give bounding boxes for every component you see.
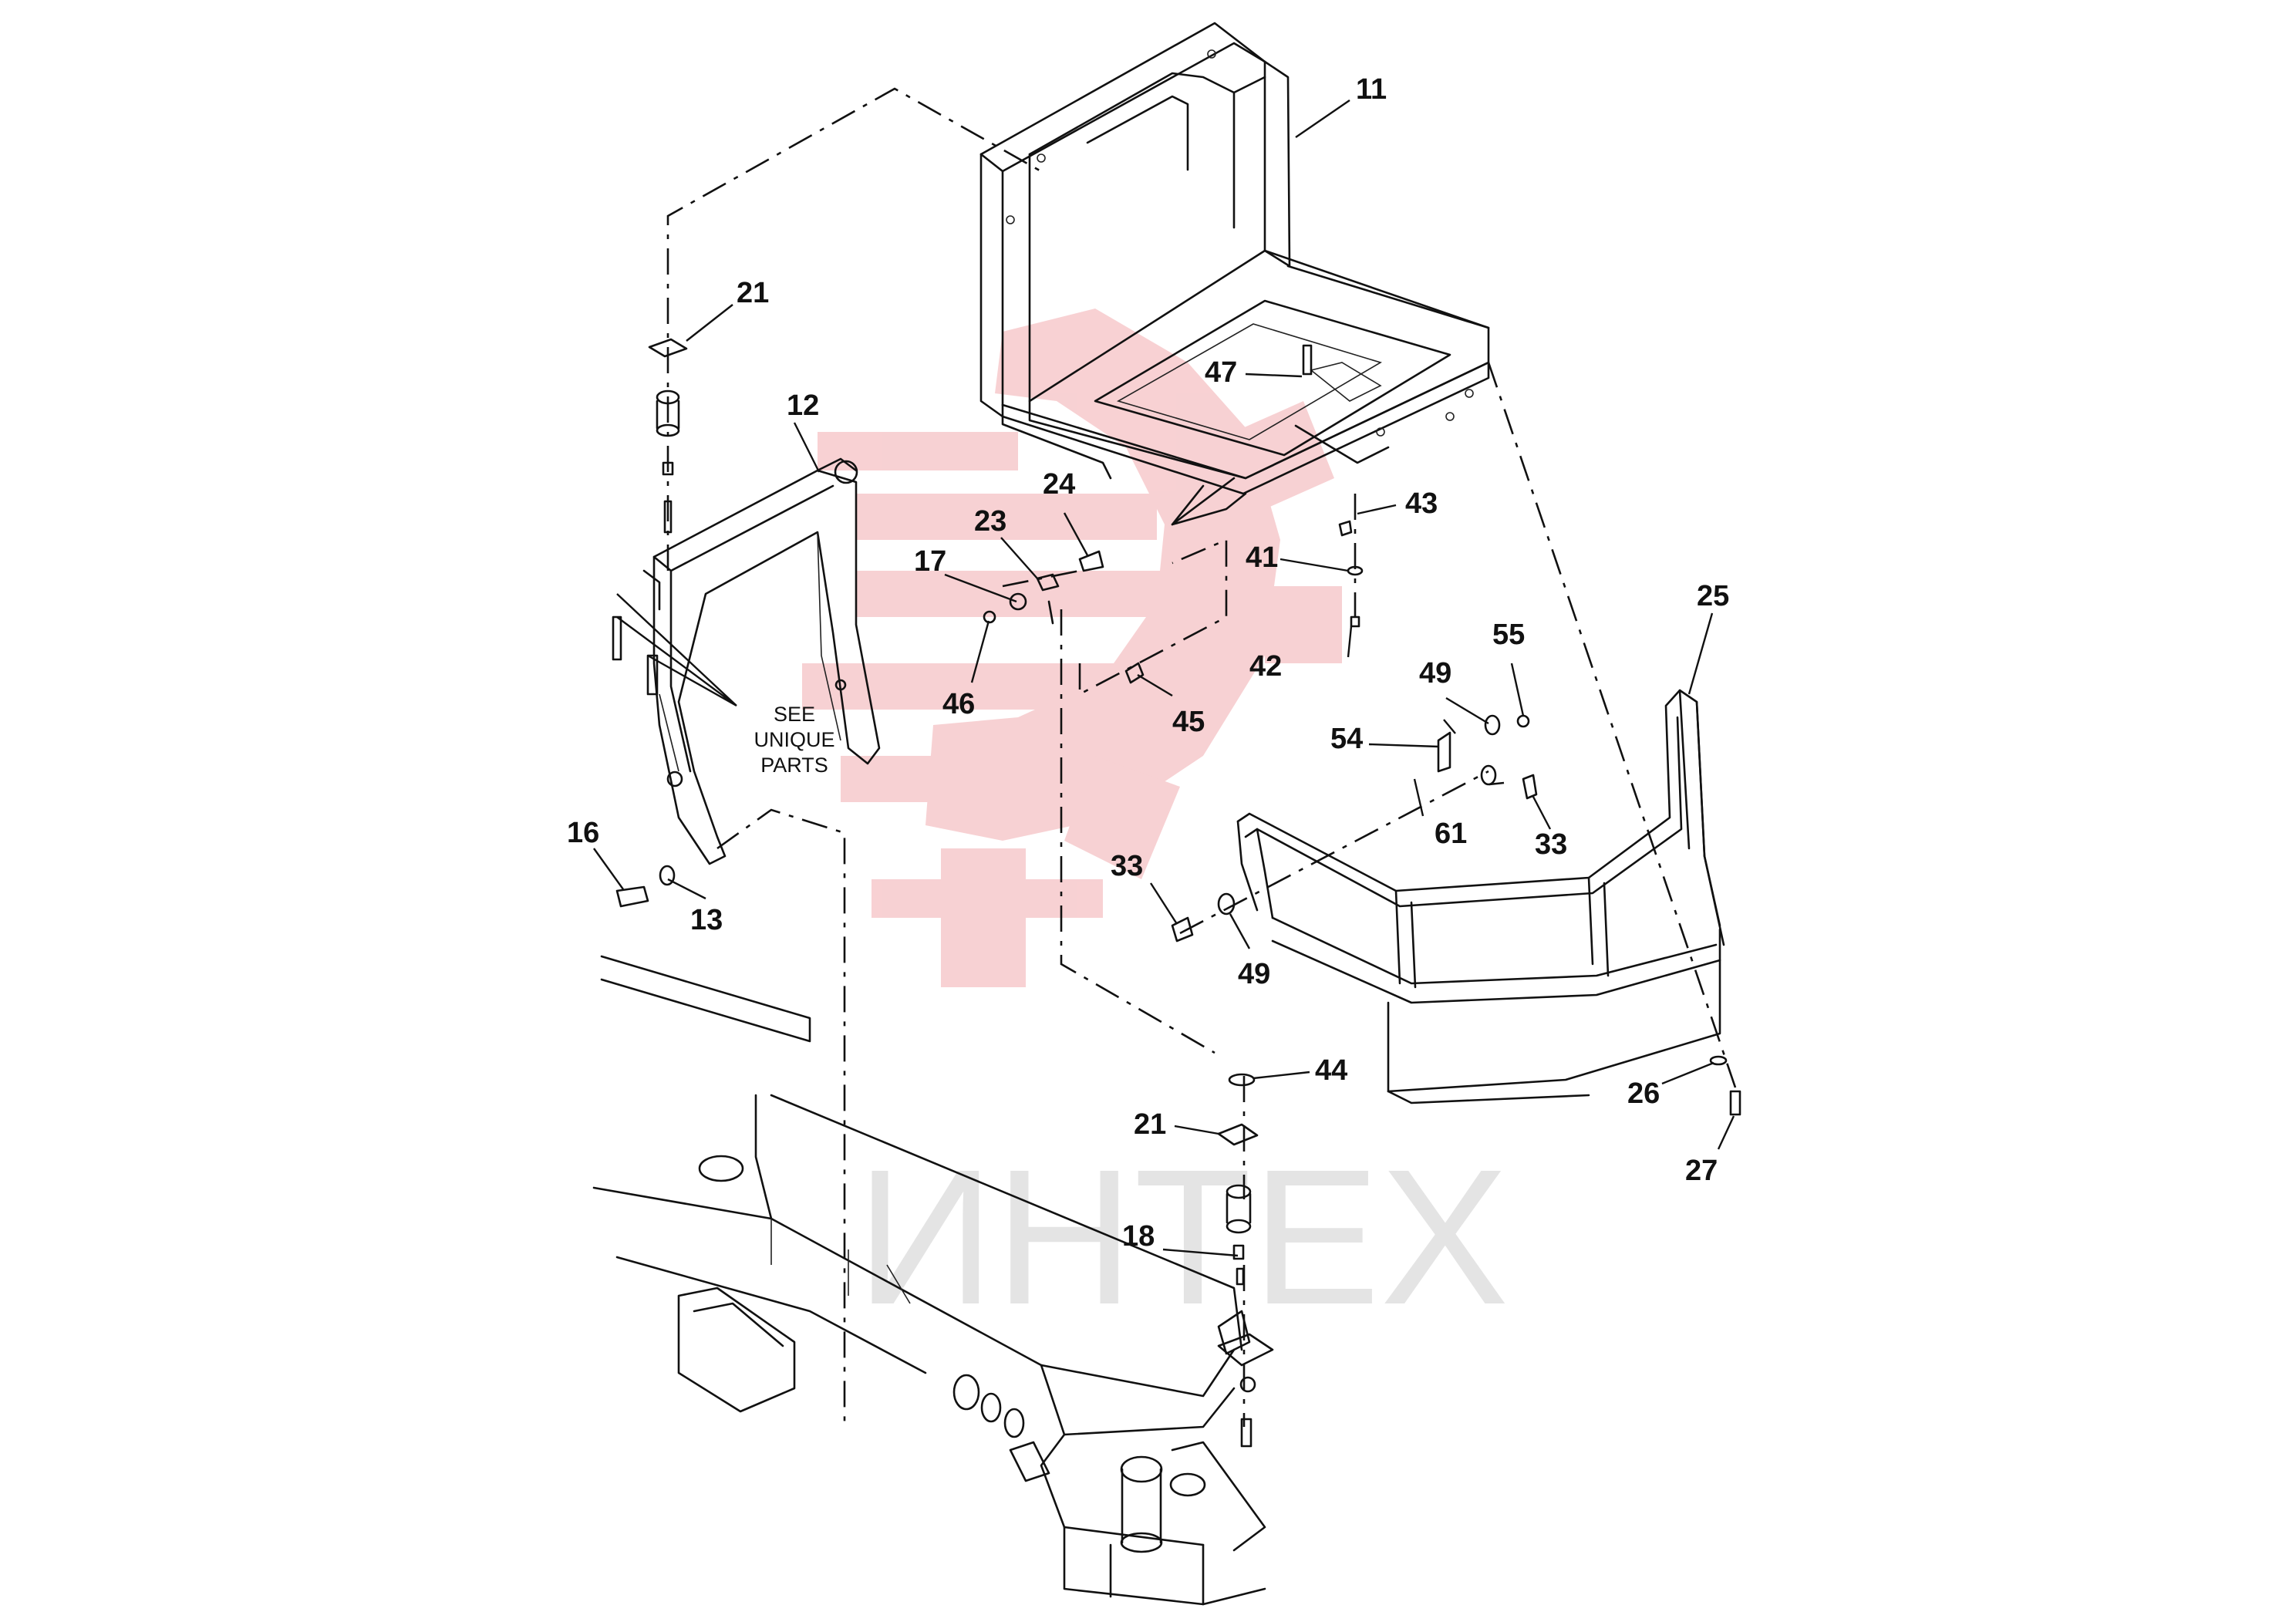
callout-46: 46 bbox=[942, 688, 975, 720]
callout-12: 12 bbox=[787, 389, 819, 422]
callout-49-upper: 49 bbox=[1419, 657, 1451, 690]
callout-43: 43 bbox=[1405, 487, 1438, 520]
watermark-text: ИНТЕХ bbox=[856, 1129, 1509, 1344]
callout-27: 27 bbox=[1685, 1155, 1718, 1187]
leader-lines bbox=[593, 99, 1735, 1257]
callout-13: 13 bbox=[690, 904, 723, 936]
callout-47: 47 bbox=[1205, 356, 1237, 389]
chassis-frame bbox=[592, 955, 1266, 1606]
callout-55: 55 bbox=[1492, 619, 1525, 651]
callout-26: 26 bbox=[1627, 1077, 1660, 1110]
callout-54: 54 bbox=[1330, 723, 1363, 755]
callout-labels: 11 21 12 47 43 41 42 24 23 17 46 45 25 5… bbox=[567, 73, 1729, 1253]
assembly-center-lines bbox=[666, 87, 1737, 1427]
note-line-3: PARTS bbox=[760, 754, 828, 777]
callout-11: 11 bbox=[1356, 73, 1387, 106]
see-unique-parts-note: SEE UNIQUE PARTS bbox=[754, 703, 834, 777]
watermark-gear-logo bbox=[802, 309, 1342, 987]
callout-24: 24 bbox=[1043, 468, 1075, 501]
seat-frame-part-11 bbox=[979, 22, 1490, 526]
callout-49-lower: 49 bbox=[1238, 958, 1270, 990]
grab-rail-part-25 bbox=[1236, 689, 1725, 1104]
callout-23: 23 bbox=[974, 505, 1006, 538]
callout-44: 44 bbox=[1315, 1054, 1347, 1087]
callout-61: 61 bbox=[1435, 818, 1467, 850]
callout-16: 16 bbox=[567, 817, 599, 849]
callout-33-right: 33 bbox=[1535, 828, 1567, 861]
callout-18: 18 bbox=[1122, 1220, 1155, 1253]
callout-17: 17 bbox=[914, 545, 946, 578]
note-line-1: SEE bbox=[774, 703, 815, 726]
callout-42: 42 bbox=[1249, 650, 1282, 683]
seat-support-part-12 bbox=[642, 457, 881, 865]
callout-33-left: 33 bbox=[1111, 850, 1143, 882]
callout-21-bottom: 21 bbox=[1134, 1108, 1166, 1141]
callout-45: 45 bbox=[1172, 706, 1205, 738]
note-line-2: UNIQUE bbox=[754, 728, 834, 751]
callout-25: 25 bbox=[1697, 580, 1729, 612]
callout-21-top: 21 bbox=[737, 277, 769, 309]
callout-41: 41 bbox=[1246, 541, 1278, 574]
